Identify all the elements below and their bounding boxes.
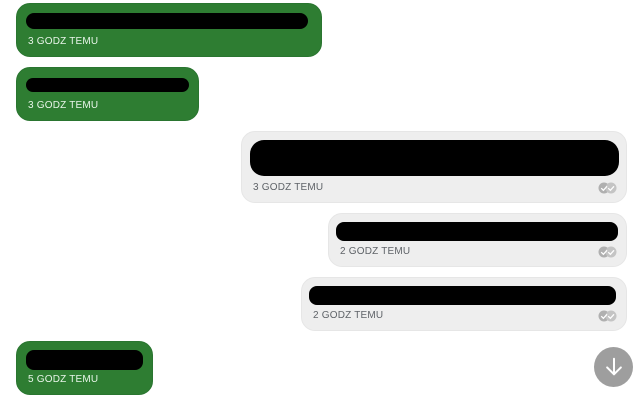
redacted-message-text (26, 78, 189, 92)
message-bubble-incoming[interactable]: 3 GODZ TEMU (16, 3, 322, 57)
message-timestamp: 3 GODZ TEMU (253, 182, 324, 193)
message-bubble-outgoing[interactable]: 2 GODZ TEMU (301, 277, 627, 331)
redacted-message-text (26, 350, 143, 370)
scroll-to-bottom-button[interactable] (594, 347, 633, 387)
message-bubble-incoming[interactable]: 3 GODZ TEMU (16, 67, 199, 121)
arrow-down-icon (605, 357, 622, 376)
message-timestamp: 5 GODZ TEMU (28, 374, 99, 385)
message-timestamp: 3 GODZ TEMU (28, 100, 99, 111)
message-timestamp: 3 GODZ TEMU (28, 36, 99, 47)
redacted-message-text (26, 13, 308, 29)
double-check-icon (598, 182, 617, 194)
redacted-message-text (336, 222, 618, 241)
double-check-icon (598, 310, 617, 322)
redacted-message-text (309, 286, 616, 305)
message-bubble-outgoing[interactable]: 2 GODZ TEMU (328, 213, 627, 267)
message-timestamp: 2 GODZ TEMU (313, 310, 384, 321)
message-timestamp: 2 GODZ TEMU (340, 246, 411, 257)
message-bubble-incoming[interactable]: 5 GODZ TEMU (16, 341, 153, 395)
message-bubble-outgoing[interactable]: 3 GODZ TEMU (241, 131, 627, 203)
double-check-icon (598, 246, 617, 258)
redacted-message-text (250, 140, 619, 176)
